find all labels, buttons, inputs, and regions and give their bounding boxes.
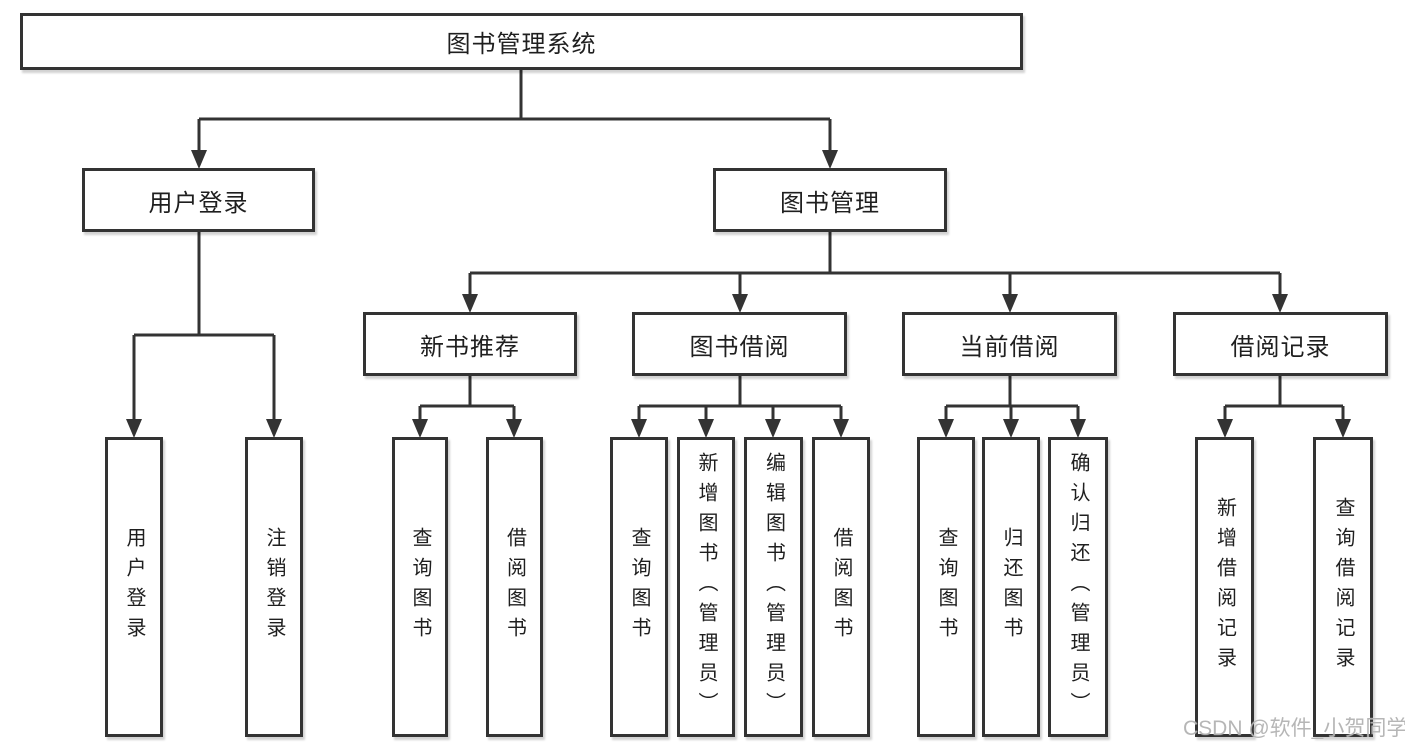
leaf-current-query-book: 查询图书 [917, 437, 975, 737]
leaf-logout-login: 注销登录 [245, 437, 303, 737]
leaf-borrow-edit-book-admin: 编辑图书（管理员） [744, 437, 803, 737]
node-book-management: 图书管理 [713, 168, 947, 232]
node-user-login: 用户登录 [82, 168, 315, 232]
leaf-records-add-record: 新增借阅记录 [1195, 437, 1254, 737]
csdn-watermark: CSDN @软件_小贺同学 [1183, 717, 1405, 740]
leaf-borrow-add-book-admin: 新增图书（管理员） [677, 437, 735, 737]
arrowheads [126, 150, 1351, 438]
node-new-book-recommend: 新书推荐 [363, 312, 577, 376]
leaf-newbooks-borrow-book: 借阅图书 [486, 437, 543, 737]
leaf-user-login: 用户登录 [105, 437, 163, 737]
leaf-borrow-borrow-book: 借阅图书 [812, 437, 870, 737]
node-book-borrow: 图书借阅 [632, 312, 847, 376]
node-borrow-records: 借阅记录 [1173, 312, 1388, 376]
leaf-current-confirm-return-admin: 确认归还（管理员） [1048, 437, 1108, 737]
leaf-records-query-record: 查询借阅记录 [1313, 437, 1373, 737]
leaf-newbooks-query-book: 查询图书 [392, 437, 448, 737]
node-root-library-system: 图书管理系统 [20, 13, 1023, 70]
leaf-current-return-book: 归还图书 [982, 437, 1040, 737]
leaf-borrow-query-book: 查询图书 [610, 437, 668, 737]
node-current-borrow: 当前借阅 [902, 312, 1117, 376]
